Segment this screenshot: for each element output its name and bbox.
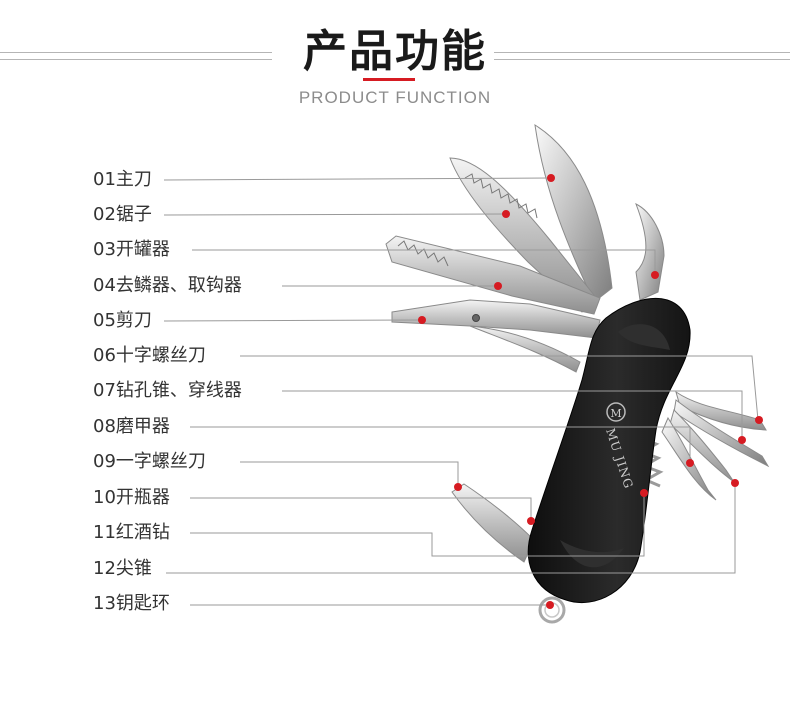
- feature-label-12: 12尖锥: [93, 558, 152, 579]
- feature-label-07: 07钻孔锥、穿线器: [93, 380, 242, 401]
- leader-line-06: [240, 355, 759, 421]
- feature-label-11: 11红酒钻: [93, 522, 170, 543]
- feature-label-06: 06十字螺丝刀: [93, 345, 206, 366]
- header-rule-right: [494, 52, 790, 60]
- tool-scissors: [391, 299, 601, 373]
- marker-03: [651, 271, 659, 279]
- marker-02: [502, 210, 510, 218]
- marker-13: [546, 601, 554, 609]
- leader-line-10: [190, 497, 532, 520]
- leader-line-09: [240, 461, 459, 486]
- title-underline: [363, 78, 415, 81]
- tool-right-cluster: [661, 390, 770, 501]
- tool-can-opener: [635, 202, 665, 301]
- leader-lines: [163, 177, 759, 606]
- page-title: 产品功能: [303, 26, 487, 77]
- leader-line-05: [163, 319, 423, 322]
- marker-06: [755, 416, 763, 424]
- feature-label-04: 04去鳞器、取钩器: [93, 275, 242, 296]
- marker-01: [547, 174, 555, 182]
- header-rule-left: [0, 52, 272, 60]
- feature-label-02: 02锯子: [93, 204, 152, 225]
- marker-09: [454, 483, 462, 491]
- leader-line-01: [163, 177, 552, 181]
- feature-label-10: 10开瓶器: [93, 487, 170, 508]
- feature-label-08: 08磨甲器: [93, 416, 170, 437]
- tool-fish-scaler: [385, 235, 601, 315]
- leader-line-11: [190, 493, 645, 557]
- brand-logo: M: [610, 407, 621, 420]
- marker-12: [731, 479, 739, 487]
- feature-label-13: 13钥匙环: [93, 593, 170, 614]
- tool-bottle-opener: [451, 483, 535, 563]
- leader-line-02: [163, 213, 507, 216]
- leader-line-08: [190, 426, 691, 462]
- marker-10: [527, 517, 535, 525]
- marker-04: [494, 282, 502, 290]
- tool-main-blade: [534, 124, 613, 303]
- leader-line-03: [192, 249, 656, 275]
- multitool-handle: M MU JING: [527, 298, 691, 604]
- feature-label-09: 09一字螺丝刀: [93, 451, 206, 472]
- callout-markers: [418, 174, 763, 609]
- feature-label-05: 05剪刀: [93, 310, 152, 331]
- leader-line-12: [166, 483, 736, 574]
- leader-line-07: [282, 390, 743, 438]
- page-subtitle: PRODUCT FUNCTION: [298, 88, 492, 107]
- feature-label-01: 01主刀: [93, 169, 152, 190]
- marker-11: [640, 489, 648, 497]
- marker-05: [418, 316, 426, 324]
- marker-08: [686, 459, 694, 467]
- feature-label-03: 03开罐器: [93, 239, 170, 260]
- marker-07: [738, 436, 746, 444]
